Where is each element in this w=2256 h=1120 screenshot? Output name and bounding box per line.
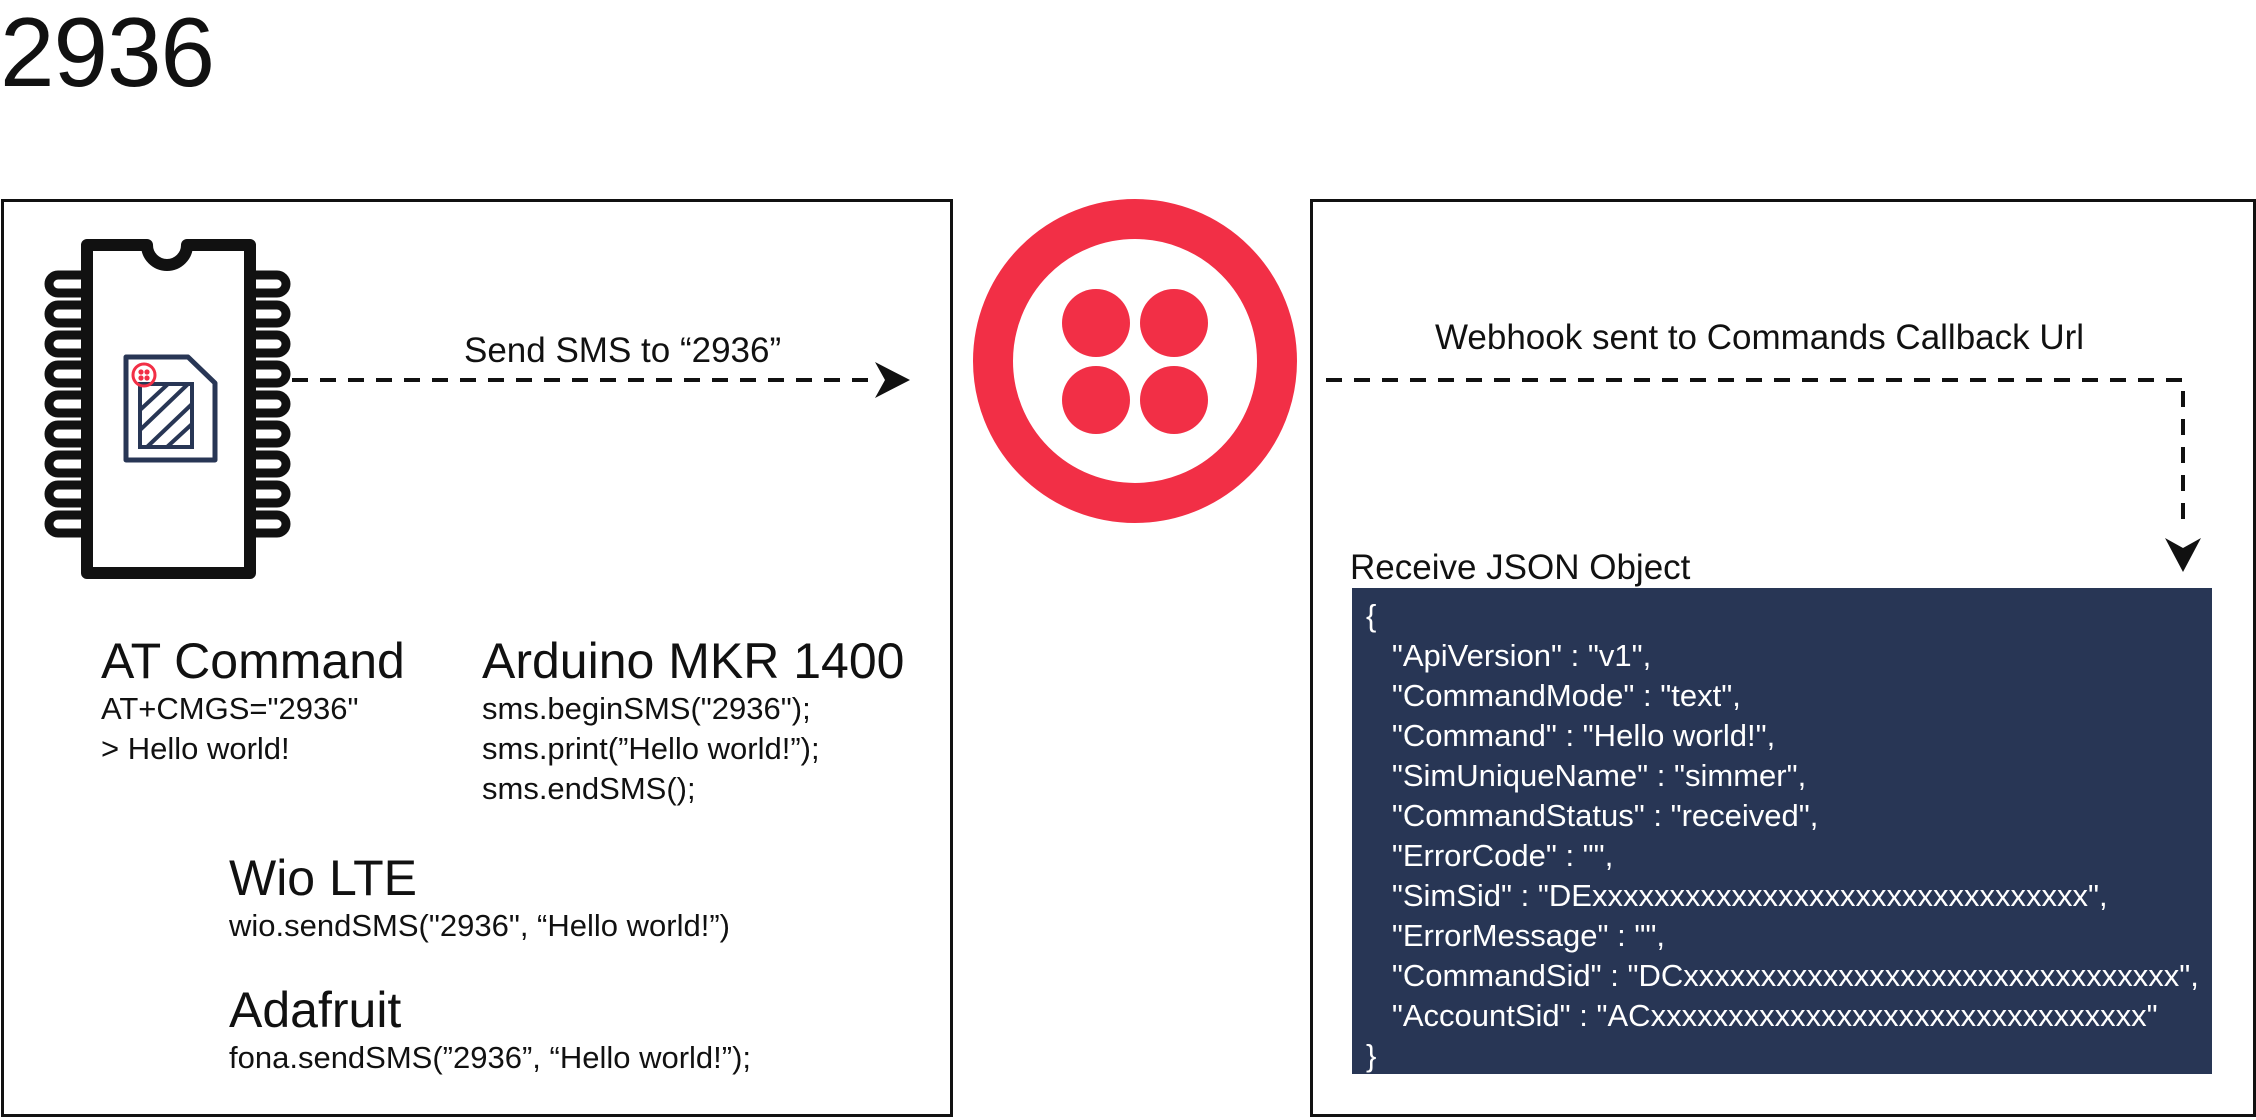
json-line: "CommandStatus" : "received", (1366, 798, 1819, 833)
at-command-example: AT Command AT+CMGS="2936" > Hello world! (101, 633, 405, 769)
adafruit-example: Adafruit fona.sendSMS(”2936”, “Hello wor… (229, 982, 751, 1078)
at-command-heading: AT Command (101, 633, 405, 689)
json-line: "AccountSid" : "ACxxxxxxxxxxxxxxxxxxxxxx… (1366, 998, 2158, 1033)
arduino-example: Arduino MKR 1400 sms.beginSMS("2936"); s… (482, 633, 904, 809)
arduino-line: sms.print(”Hello world!”); (482, 731, 820, 766)
json-line: "SimUniqueName" : "simmer", (1366, 758, 1807, 793)
json-line: "CommandMode" : "text", (1366, 678, 1741, 713)
at-command-line: AT+CMGS="2936" (101, 691, 359, 726)
json-line: "ErrorMessage" : "", (1366, 918, 1665, 953)
webhook-arrow (1326, 378, 2201, 572)
wio-line: wio.sendSMS("2936", “Hello world!”) (229, 908, 730, 943)
json-line: "Command" : "Hello world!", (1366, 718, 1776, 753)
arduino-line: sms.beginSMS("2936"); (482, 691, 811, 726)
adafruit-heading: Adafruit (229, 982, 402, 1038)
wio-heading: Wio LTE (229, 850, 417, 906)
json-line: } (1366, 1038, 1377, 1073)
send-sms-arrow (292, 362, 910, 398)
json-line: { (1366, 598, 1377, 633)
twilio-logo-icon (973, 199, 1297, 523)
at-command-line: > Hello world! (101, 731, 290, 766)
webhook-label: Webhook sent to Commands Callback Url (1435, 318, 2085, 357)
adafruit-line: fona.sendSMS(”2936”, “Hello world!”); (229, 1040, 752, 1075)
json-line: "SimSid" : "DExxxxxxxxxxxxxxxxxxxxxxxxxx… (1366, 878, 2108, 913)
arduino-line: sms.endSMS(); (482, 771, 696, 806)
sim-card-icon (123, 354, 218, 463)
arduino-heading: Arduino MKR 1400 (482, 633, 905, 689)
json-object-box: { "ApiVersion" : "v1", "CommandMode" : "… (1352, 588, 2212, 1074)
json-line: "ErrorCode" : "", (1366, 838, 1614, 873)
diagram-title: 2936 (0, 0, 215, 107)
json-line: "CommandSid" : "DCxxxxxxxxxxxxxxxxxxxxxx… (1366, 958, 2199, 993)
send-sms-label: Send SMS to “2936” (464, 331, 782, 370)
json-label: Receive JSON Object (1350, 548, 1691, 587)
wio-example: Wio LTE wio.sendSMS("2936", “Hello world… (229, 850, 730, 946)
json-line: "ApiVersion" : "v1", (1366, 638, 1652, 673)
